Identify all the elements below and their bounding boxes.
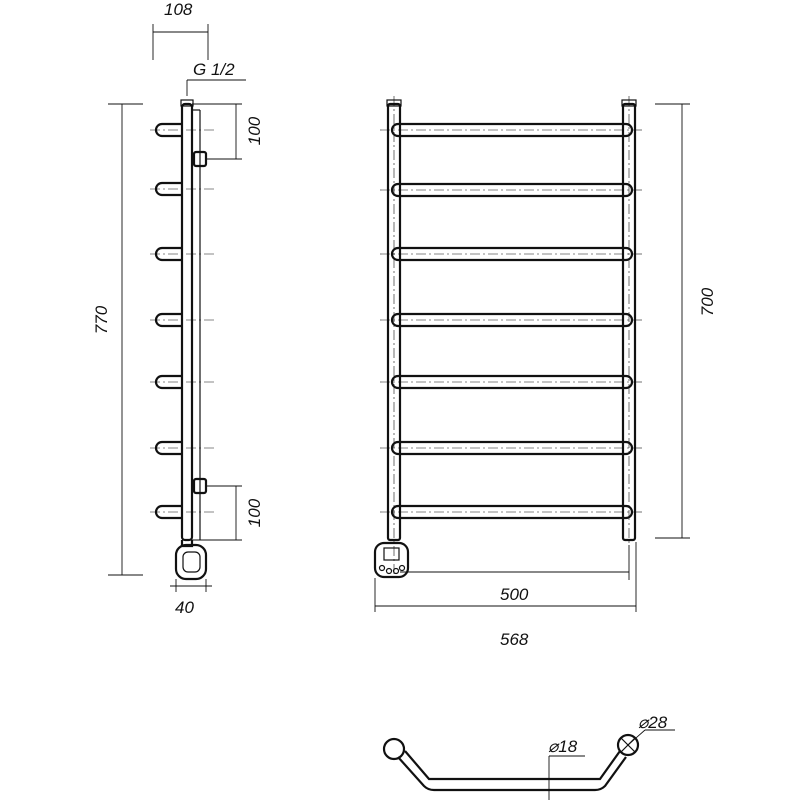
- side-rungs: [150, 122, 215, 520]
- dimension-108: 108: [152, 0, 209, 60]
- dimension-40: 40: [170, 579, 212, 617]
- dim-label-d18: ⌀18: [548, 737, 578, 756]
- dim-label-500: 500: [500, 585, 529, 604]
- side-vertical-pipe: [180, 102, 194, 542]
- section-rung-inner: [404, 750, 621, 781]
- thread-callout: G 1/2: [186, 60, 246, 96]
- dim-label-700: 700: [698, 287, 717, 316]
- front-heater-controller: [373, 541, 410, 579]
- dimension-top-100: 100: [192, 103, 264, 160]
- front-view: 700 500 568: [373, 96, 717, 649]
- dimension-700: 700: [655, 103, 717, 539]
- section-left-pipe: [382, 737, 406, 761]
- side-view: 108 G 1/2 100 100 770: [92, 0, 264, 617]
- dim-label-568: 568: [500, 630, 529, 649]
- dim-label-top-100: 100: [245, 116, 264, 145]
- dim-label-bottom-100: 100: [245, 498, 264, 527]
- side-heater-controller: [174, 540, 208, 581]
- dimension-500: 500: [400, 545, 630, 604]
- section-view: ⌀18 ⌀28: [382, 713, 675, 800]
- callout-diameter-18: ⌀18: [548, 737, 585, 800]
- dim-label-d28: ⌀28: [638, 713, 668, 732]
- section-rung-outer: [397, 756, 627, 792]
- section-right-pipe: [616, 733, 640, 757]
- callout-diameter-28: ⌀28: [627, 713, 675, 746]
- front-rungs: [380, 122, 645, 520]
- dimension-770: 770: [92, 103, 143, 576]
- dimension-bottom-100: 100: [192, 485, 264, 541]
- dim-label-40: 40: [175, 598, 194, 617]
- dim-label-770: 770: [92, 305, 111, 334]
- dimension-568: 568: [374, 542, 637, 649]
- dim-label-108: 108: [164, 0, 193, 19]
- thread-label: G 1/2: [193, 60, 235, 79]
